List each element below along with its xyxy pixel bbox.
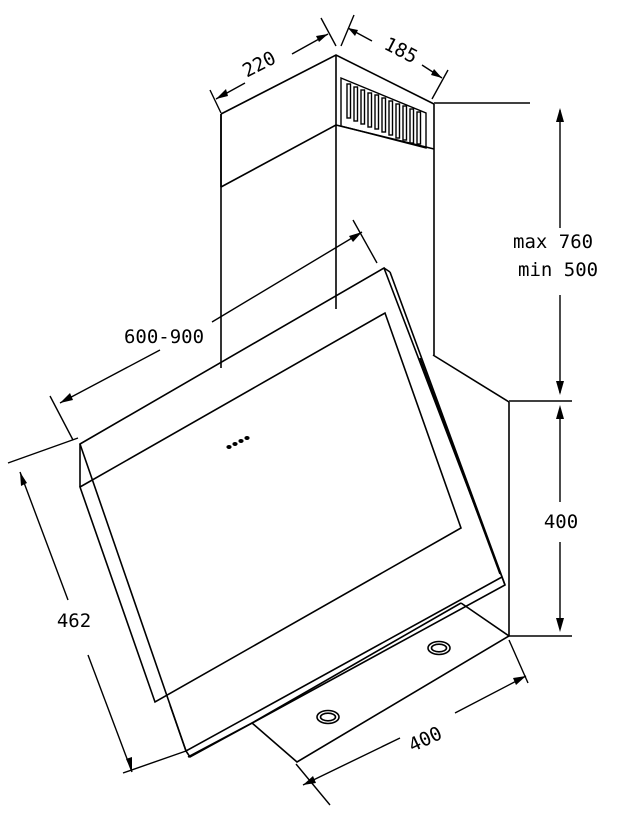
hood-body (79, 266, 510, 763)
light-left (316, 709, 340, 725)
button-2 (232, 442, 238, 446)
dimension-labels: 220 185 max 760 min 500 400 600-900 462 … (57, 33, 598, 757)
label-height-max: max 760 (513, 231, 593, 253)
light-right (427, 640, 451, 656)
label-bottom-width: 400 (405, 722, 445, 756)
label-back-height: 400 (544, 511, 578, 533)
light-left-inner (319, 712, 337, 722)
dimension-lines (7, 14, 572, 806)
button-1 (226, 445, 232, 449)
button-4 (244, 436, 250, 440)
light-right-inner (430, 643, 448, 653)
label-height-min: min 500 (518, 259, 598, 281)
label-glass-height: 462 (57, 610, 91, 632)
label-chimney-width: 220 (239, 47, 280, 82)
label-hood-width: 600-900 (124, 326, 204, 348)
chimney (220, 54, 435, 368)
control-buttons (226, 436, 250, 449)
button-3 (238, 439, 244, 443)
dimension-arrowheads (20, 28, 564, 785)
label-chimney-depth: 185 (380, 33, 421, 68)
vent-grille (340, 76, 427, 149)
hood-lights (316, 640, 451, 725)
